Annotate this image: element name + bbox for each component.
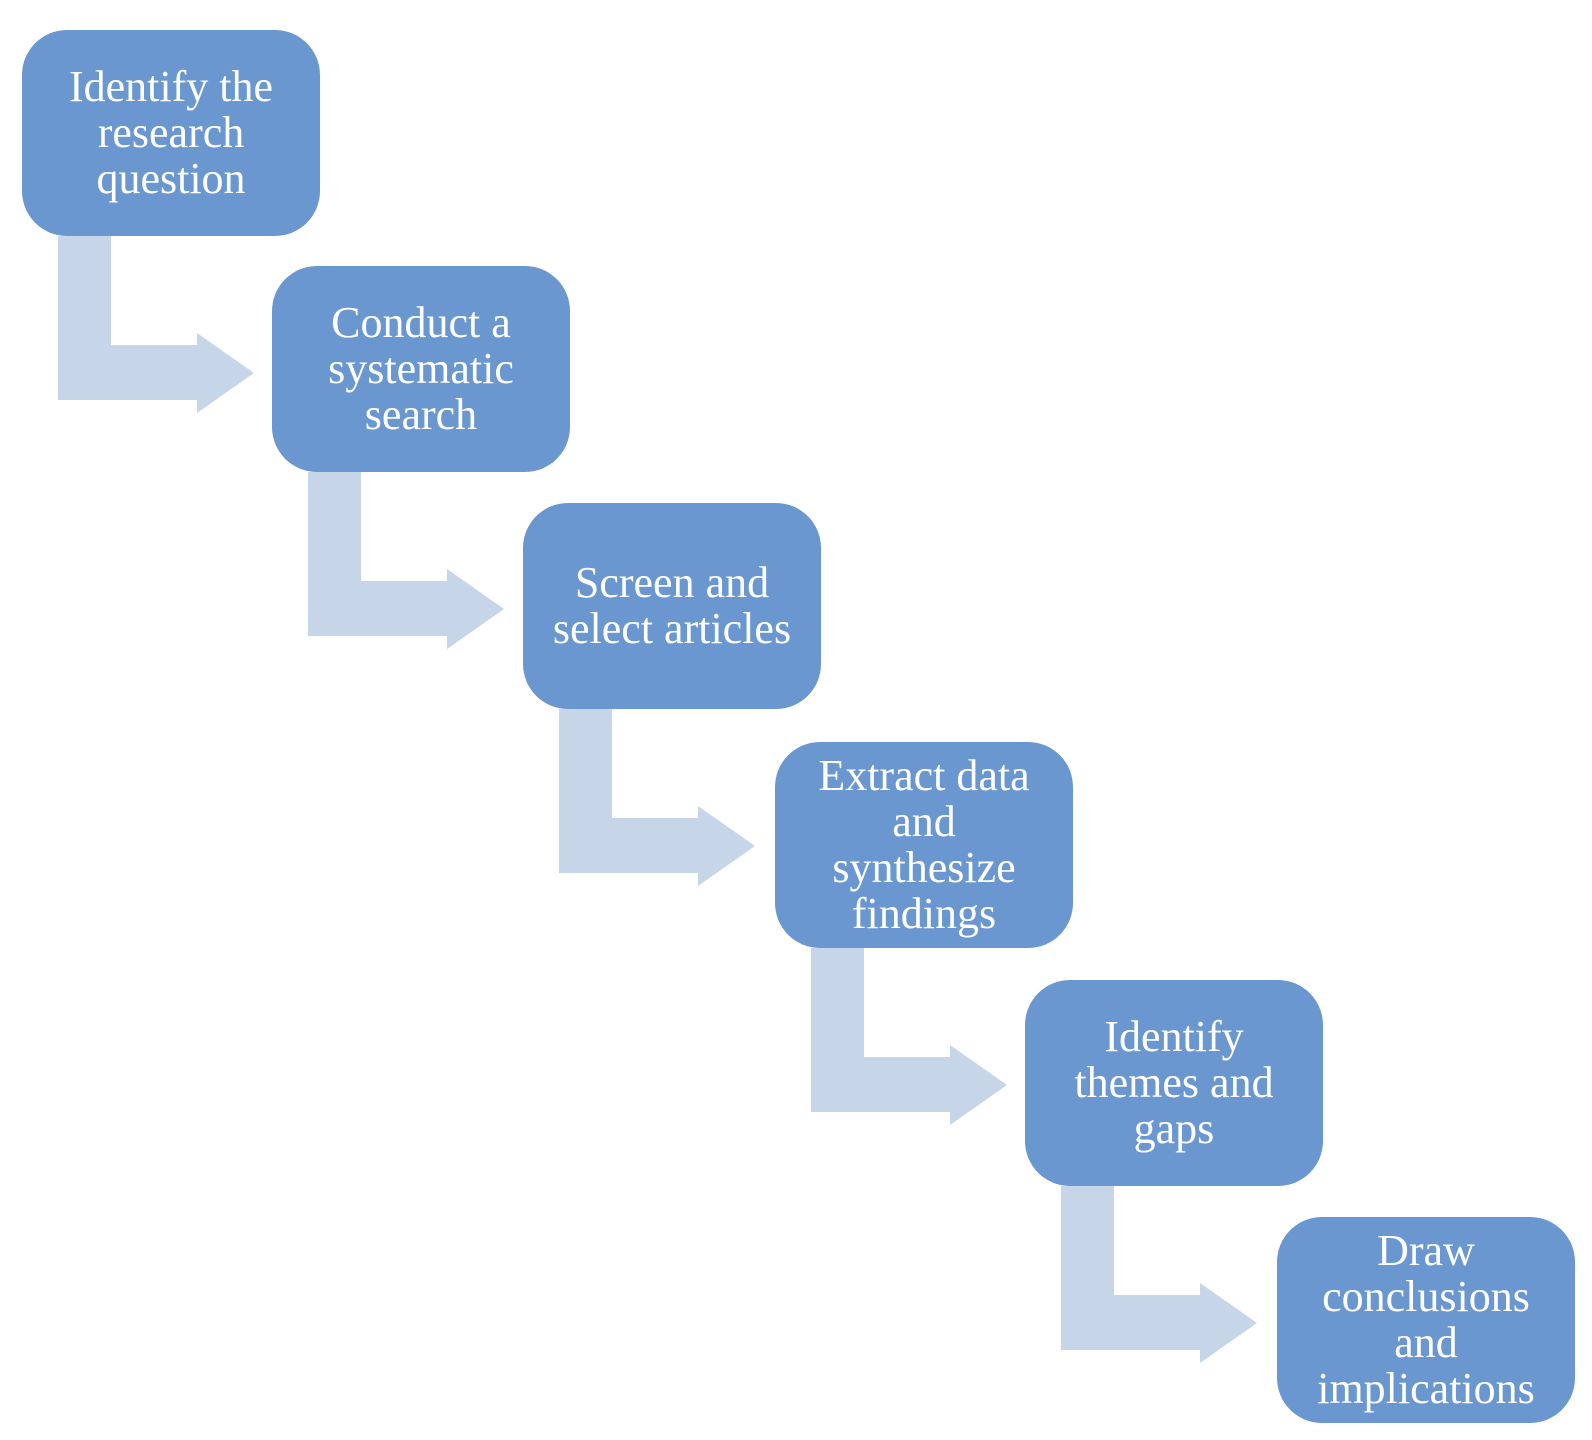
step-label: Conduct a systematic search [328,298,514,439]
step-box-draw-conclusions-implications: Draw conclusions and implications [1277,1217,1575,1423]
elbow-arrow-icon [811,948,1007,1125]
elbow-arrow-icon [58,236,254,413]
step-box-extract-data-synthesize-findings: Extract data and synthesize findings [775,742,1073,948]
elbow-arrow-shape [58,236,254,413]
elbow-arrow-shape [559,709,755,886]
step-label: Draw conclusions and implications [1317,1226,1535,1413]
elbow-arrow-shape [811,948,1007,1125]
elbow-arrow-icon [1061,1186,1257,1363]
step-label: Extract data and synthesize findings [818,751,1030,938]
step-label: Screen and select articles [552,558,792,653]
step-box-identify-themes-gaps: Identify themes and gaps [1025,980,1323,1186]
step-box-conduct-systematic-search: Conduct a systematic search [272,266,570,472]
elbow-arrow-shape [1061,1186,1257,1363]
elbow-arrow-shape [308,472,504,649]
step-box-identify-research-question: Identify the research question [22,30,320,236]
elbow-arrow-icon [308,472,504,649]
step-label: Identify themes and gaps [1074,1012,1274,1153]
step-label: Identify the research question [68,62,274,203]
step-box-screen-select-articles: Screen and select articles [523,503,821,709]
elbow-arrow-icon [559,709,755,886]
